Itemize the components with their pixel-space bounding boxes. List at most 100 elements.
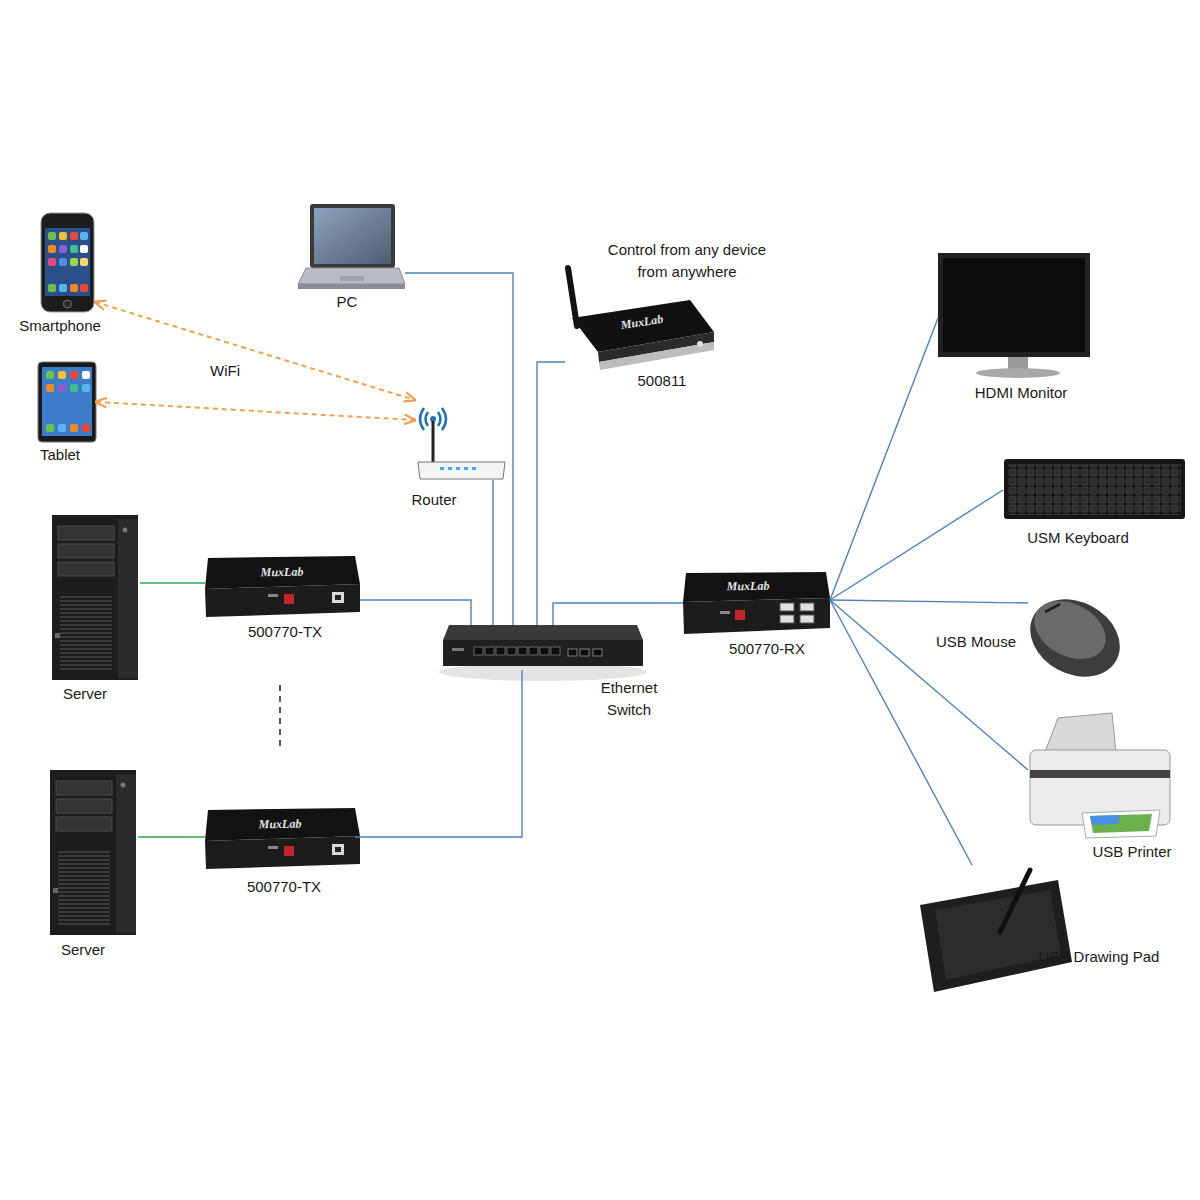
receiver-illustration [800, 615, 814, 623]
receiver-illustration [780, 603, 794, 611]
smartphone-illustration [59, 284, 67, 292]
ethernet-cable [830, 600, 1028, 770]
smartphone-illustration [80, 258, 88, 266]
switch-illustration [485, 647, 494, 655]
drawing-pad-illustration [920, 880, 1072, 992]
tablet-illustration [46, 371, 54, 379]
wifi-link [96, 402, 415, 420]
ethernet-cable [492, 480, 493, 625]
smartphone-illustration [41, 213, 94, 312]
printer-illustration [1030, 770, 1170, 778]
device-caption: Tablet [10, 446, 110, 464]
tablet-illustration [70, 371, 78, 379]
switch-illustration [593, 649, 602, 656]
drawing-pad-illustration [935, 890, 1061, 980]
hdmi-usb-cable [138, 836, 205, 837]
router-illustration [442, 408, 446, 430]
server-illustration [52, 515, 138, 680]
brand-label: MuxLab [688, 576, 808, 596]
tablet-illustration [58, 384, 66, 392]
brand-label: MuxLab [220, 814, 340, 834]
device-caption: USB Mouse [921, 633, 1031, 651]
smartphone-illustration [70, 258, 78, 266]
switch-illustration [540, 647, 549, 655]
switch-illustration [529, 647, 538, 655]
receiver-illustration [683, 572, 830, 602]
keyboard-illustration [1008, 464, 1181, 515]
ethernet-cable [830, 600, 1028, 603]
smartphone-illustration [59, 232, 67, 240]
device-node: 500770-TX [205, 555, 360, 617]
device-caption: 500770-TX [225, 623, 345, 641]
device-node: Server [50, 515, 140, 680]
device-caption: 500770-TX [224, 878, 344, 896]
mouse-illustration [1045, 604, 1060, 612]
switch-illustration [443, 625, 643, 640]
device-caption: USB Printer [1067, 843, 1197, 861]
ethernet-cable [830, 318, 938, 600]
server-illustration [50, 770, 136, 935]
drawing-pad-illustration [1000, 870, 1030, 932]
device-node: HDMI Monitor [938, 253, 1090, 378]
smartphone-illustration [70, 232, 78, 240]
mouse-illustration [1017, 584, 1134, 692]
printer-illustration [1030, 713, 1170, 838]
receiver-illustration [780, 615, 794, 623]
tablet-illustration [38, 362, 96, 442]
tablet-illustration [70, 424, 78, 432]
keyboard-illustration [1004, 459, 1185, 519]
device-node: Ethernet Switch [443, 625, 643, 670]
device-node: Server [48, 770, 138, 935]
tablet-illustration [70, 384, 78, 392]
router-illustration [438, 412, 441, 426]
router-illustration [418, 462, 505, 479]
tablet-illustration [82, 424, 90, 432]
device-caption: Smartphone [0, 317, 120, 335]
smartphone-illustration [48, 284, 56, 292]
wifi-link [95, 302, 415, 400]
router-illustration [426, 412, 429, 426]
switch-illustration [551, 647, 560, 655]
switch-illustration [580, 649, 589, 656]
brand-label: MuxLab [222, 562, 342, 582]
smartphone-illustration [80, 245, 88, 253]
smartphone-illustration [41, 213, 94, 312]
transmitter-illustration [205, 808, 360, 869]
mouse-illustration [1024, 589, 1116, 671]
drawing-pad-illustration [920, 870, 1072, 992]
switch-illustration [439, 625, 647, 681]
smartphone-illustration [48, 258, 56, 266]
monitor-illustration [938, 253, 1090, 378]
printer-illustration [1045, 713, 1116, 752]
monitor-illustration [938, 253, 1090, 357]
device-caption: HDMI Monitor [941, 384, 1101, 402]
network-controller-illustration [697, 341, 703, 347]
receiver-illustration [683, 572, 830, 634]
smartphone-illustration [48, 245, 56, 253]
device-caption: USM Keyboard [998, 529, 1158, 547]
ethernet-cable [355, 670, 522, 837]
laptop-illustration [298, 204, 405, 289]
tablet-illustration [82, 384, 90, 392]
tablet-illustration [82, 371, 90, 379]
device-caption: Router [384, 491, 484, 509]
router-illustration [440, 467, 444, 470]
laptop-illustration [298, 284, 405, 289]
receiver-illustration [720, 611, 730, 614]
printer-illustration [1090, 814, 1152, 833]
device-node: USM Keyboard [1003, 458, 1185, 520]
device-note: Control from any device from anywhere [592, 239, 782, 283]
router-illustration [464, 467, 468, 470]
switch-illustration [507, 647, 516, 655]
laptop-illustration [310, 204, 395, 268]
tablet-illustration [42, 367, 92, 436]
tablet-illustration [58, 371, 66, 379]
laptop-illustration [298, 268, 405, 284]
continuation-dashes [279, 685, 281, 750]
transmitter-illustration [205, 556, 360, 617]
smartphone-illustration [64, 300, 72, 308]
device-node: Router [415, 405, 505, 480]
